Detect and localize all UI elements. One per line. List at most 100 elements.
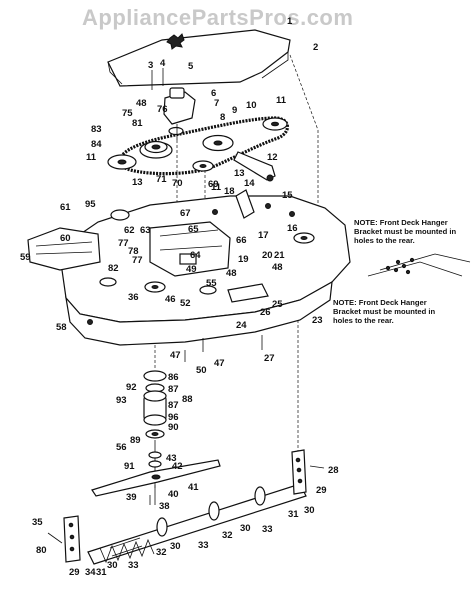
callout-label: 77 <box>132 255 143 266</box>
callout-label: 29 <box>316 485 327 496</box>
callout-label: 16 <box>287 223 298 234</box>
callout-label: 11 <box>211 182 222 193</box>
callout-label: 34 <box>85 567 96 578</box>
callout-label: 13 <box>132 177 143 188</box>
callout-label: 2 <box>313 42 318 53</box>
callout-label: 61 <box>60 202 71 213</box>
callout-label: 25 <box>272 299 283 310</box>
callout-label: 33 <box>262 524 273 535</box>
callout-label: 4 <box>160 58 166 69</box>
callout-label: 14 <box>244 178 255 189</box>
callout-label: 48 <box>136 98 147 109</box>
note-top-line3: holes to the rear. <box>354 236 415 245</box>
note-top: NOTE: Front Deck Hanger Bracket must be … <box>354 218 456 245</box>
callout-label: 20 <box>262 250 273 261</box>
callout-label: 30 <box>170 541 181 552</box>
callout-label: 65 <box>188 224 199 235</box>
callout-label: 66 <box>236 235 247 246</box>
note-bottom-line2: Bracket must be mounted in <box>333 307 435 316</box>
callout-label: 78 <box>128 246 139 257</box>
blade-spindle-stack <box>91 370 221 505</box>
callout-label: 55 <box>206 278 217 289</box>
callout-label: 49 <box>186 264 197 275</box>
callout-label: 29 <box>69 567 80 578</box>
callout-label: 36 <box>128 292 139 303</box>
note-top-line1: NOTE: Front Deck Hanger <box>354 218 448 227</box>
callout-label: 41 <box>188 482 199 493</box>
callout-label: 76 <box>157 104 168 115</box>
callout-label: 3 <box>148 60 153 71</box>
callout-label: 62 <box>124 225 135 236</box>
callout-label: 47 <box>214 358 225 369</box>
callout-label: 42 <box>172 461 183 472</box>
callout-label: 84 <box>91 139 102 150</box>
callout-label: 86 <box>168 372 179 383</box>
callout-label: 5 <box>188 61 194 72</box>
callout-label: 48 <box>272 262 283 273</box>
callout-label: 38 <box>159 501 170 512</box>
callout-label: 48 <box>226 268 237 279</box>
callout-label: 11 <box>276 95 287 106</box>
callout-label: 90 <box>168 422 179 433</box>
callout-label: 83 <box>91 124 102 135</box>
callout-label: 32 <box>156 547 167 558</box>
callout-label: 35 <box>32 517 43 528</box>
callout-label: 89 <box>130 435 141 446</box>
hardware-bolts <box>110 68 263 505</box>
callout-label: 17 <box>258 230 269 241</box>
callout-label: 81 <box>132 118 143 129</box>
callout-label: 40 <box>168 489 179 500</box>
note-top-line2: Bracket must be mounted in <box>354 227 456 236</box>
callout-label: 58 <box>56 322 67 333</box>
callout-label: 18 <box>224 186 235 197</box>
callout-label: 13 <box>234 168 245 179</box>
callout-label: 64 <box>190 250 201 261</box>
callout-label: 75 <box>122 108 133 119</box>
callout-label: 87 <box>168 400 179 411</box>
callout-label: 28 <box>328 465 339 476</box>
callout-label: 95 <box>85 199 96 210</box>
watermark-text: AppliancePartsPros.com <box>82 5 353 30</box>
callout-label: 33 <box>198 540 209 551</box>
callout-label: 43 <box>166 453 177 464</box>
callout-label: 12 <box>267 152 278 163</box>
callout-label: 82 <box>108 263 119 274</box>
callout-label: 93 <box>116 395 127 406</box>
callout-label: 50 <box>196 365 207 376</box>
note-bottom: NOTE: Front Deck Hanger Bracket must be … <box>333 298 435 325</box>
callout-labels: 1 2 3 4 5 6 7 75 76 48 9 10 11 8 83 84 8… <box>20 16 339 578</box>
front-bracket-detail <box>367 253 471 277</box>
belt-drive-assembly <box>107 87 289 182</box>
callout-label: 39 <box>126 492 137 503</box>
callout-label: 87 <box>168 384 179 395</box>
callout-label: 47 <box>170 350 181 361</box>
callout-label: 10 <box>246 100 257 111</box>
callout-label: 77 <box>118 238 129 249</box>
callout-label: 52 <box>180 298 191 309</box>
callout-label: 71 <box>156 174 167 185</box>
lift-axle-assembly <box>47 449 325 565</box>
callout-label: 30 <box>107 560 118 571</box>
callout-label: 60 <box>60 233 71 244</box>
callout-label: 1 <box>287 16 293 27</box>
callout-label: 23 <box>312 315 323 326</box>
note-bottom-line3: holes to the rear. <box>333 316 394 325</box>
callout-label: 27 <box>264 353 275 364</box>
mower-deck <box>27 189 351 346</box>
callout-label: 9 <box>232 105 237 116</box>
callout-label: 69 <box>208 179 219 190</box>
note-bottom-line1: NOTE: Front Deck Hanger <box>333 298 427 307</box>
callout-label: 21 <box>274 250 285 261</box>
callout-label: 70 <box>172 178 183 189</box>
callout-label: 30 <box>240 523 251 534</box>
callout-label: 56 <box>116 442 127 453</box>
callout-label: 80 <box>36 545 47 556</box>
callout-label: 31 <box>96 567 107 578</box>
callout-label: 46 <box>165 294 176 305</box>
callout-label: 67 <box>180 208 191 219</box>
callout-label: 19 <box>238 254 249 265</box>
callout-label: 63 <box>140 225 151 236</box>
callout-label: 33 <box>128 560 139 571</box>
callout-label: 8 <box>220 112 225 123</box>
